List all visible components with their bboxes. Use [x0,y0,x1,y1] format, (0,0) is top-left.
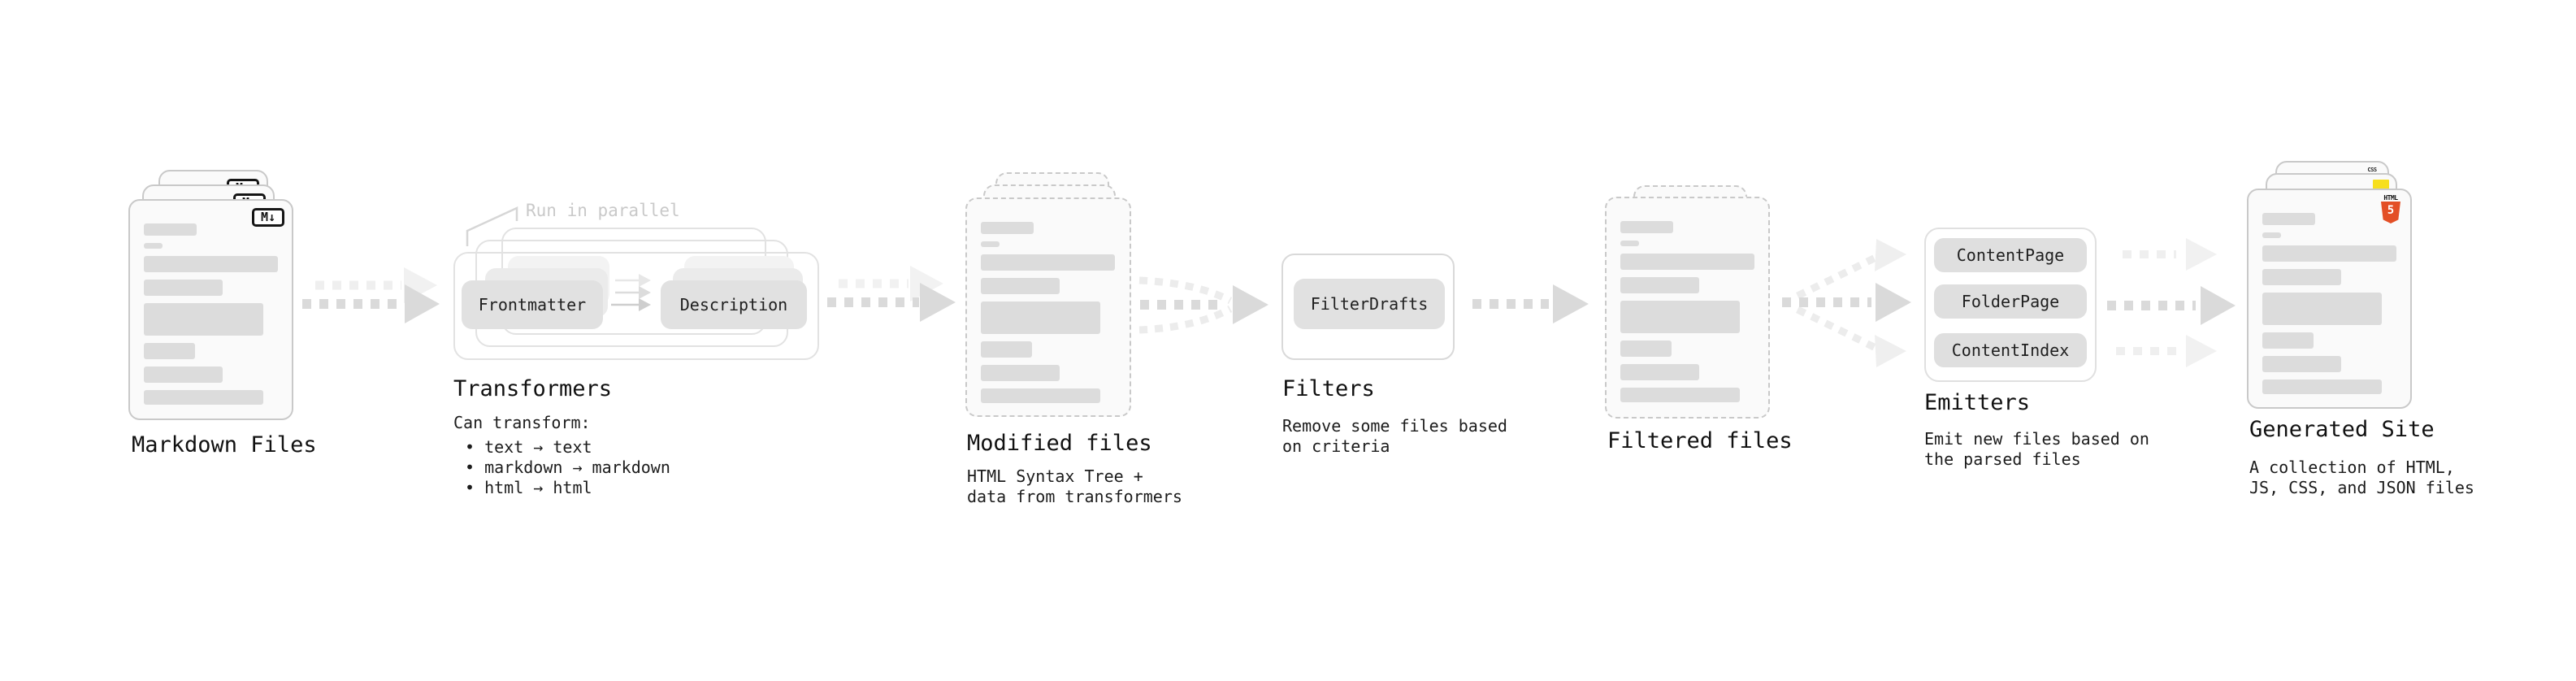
html5-icon: HTML 5 [2380,194,2401,223]
generated-site-title: Generated Site [2249,417,2435,442]
filtered-files-title: Filtered files [1607,428,1793,453]
modified-file-card-front [965,197,1131,417]
transformers-description-heading: Can transform: [453,413,591,432]
bullet-item: • html → html [465,478,592,497]
modified-files-description: HTML Syntax Tree + data from transformer… [967,466,1182,506]
file-content-placeholder [144,223,278,412]
file-content-placeholder [2262,213,2396,401]
text-line-placeholder [1620,241,1639,246]
text-line-placeholder [144,390,263,405]
arrow-markdown-to-transformers-icon [302,267,440,323]
text-line-placeholder [144,343,195,359]
emitter-content-page-box: ContentPage [1934,238,2087,272]
filter-drafts-box: FilterDrafts [1294,279,1445,329]
arrow-filtered-to-emitters-icon [1782,239,1911,367]
transformers-bullet-list: • text → text • markdown → markdown • ht… [465,437,670,498]
text-line-placeholder [981,254,1115,271]
file-content-placeholder [981,222,1115,410]
transformer-source-box: Frontmatter [462,280,603,329]
text-line-placeholder [144,256,278,272]
text-line-placeholder [1620,364,1699,380]
arrow-modified-to-filters-icon [1138,276,1268,334]
emitter-folder-page-box: FolderPage [1934,284,2087,319]
emitters-description: Emit new files based on the parsed files [1924,429,2149,469]
markdown-icon: M↓ [252,208,284,227]
text-line-placeholder [2262,356,2341,372]
text-line-placeholder [2262,380,2382,394]
filtered-file-card-front [1605,197,1770,419]
arrow-emitters-to-generated-icon [2107,238,2236,367]
text-line-placeholder [144,367,223,383]
text-line-placeholder [981,365,1060,381]
text-line-placeholder [144,223,197,236]
transformers-title: Transformers [453,376,613,401]
bullet-item: • text → text [465,437,592,457]
run-in-parallel-annotation: Run in parallel [526,201,680,220]
text-line-placeholder [981,222,1034,234]
emitters-title: Emitters [1924,390,2031,415]
text-line-placeholder [1620,388,1740,402]
text-line-placeholder [144,280,223,296]
text-line-placeholder [1620,301,1740,333]
text-line-placeholder [981,388,1100,403]
text-line-placeholder [1620,277,1699,293]
text-line-placeholder [2262,293,2382,325]
text-line-placeholder [981,241,1000,247]
arrow-transformers-to-modified-icon [827,266,956,322]
text-line-placeholder [1620,340,1672,357]
arrow-filters-to-filtered-icon [1472,284,1589,323]
text-line-placeholder [2262,213,2315,225]
file-content-placeholder [1620,221,1754,410]
transformer-layer-front [453,252,819,360]
text-line-placeholder [981,301,1100,334]
filters-title: Filters [1282,376,1375,401]
text-line-placeholder [2262,245,2396,262]
text-line-placeholder [144,243,163,249]
generated-file-card-front: HTML 5 [2247,189,2412,409]
generated-site-description: A collection of HTML, JS, CSS, and JSON … [2249,458,2474,497]
text-line-placeholder [144,303,263,336]
text-line-placeholder [2262,332,2314,349]
text-line-placeholder [2262,269,2341,285]
emitter-content-index-box: ContentIndex [1934,333,2087,367]
text-line-placeholder [981,278,1060,294]
markdown-file-card-front: M↓ [128,199,293,420]
transformer-target-box: Description [661,280,807,329]
text-line-placeholder [2262,232,2281,238]
text-line-placeholder [981,341,1032,358]
text-line-placeholder [1620,254,1754,270]
text-line-placeholder [1620,221,1673,233]
markdown-files-title: Markdown Files [132,432,317,458]
modified-files-title: Modified files [967,431,1152,456]
filters-description: Remove some files based on criteria [1282,416,1507,456]
bullet-item: • markdown → markdown [465,458,670,477]
js-icon [2373,180,2389,189]
